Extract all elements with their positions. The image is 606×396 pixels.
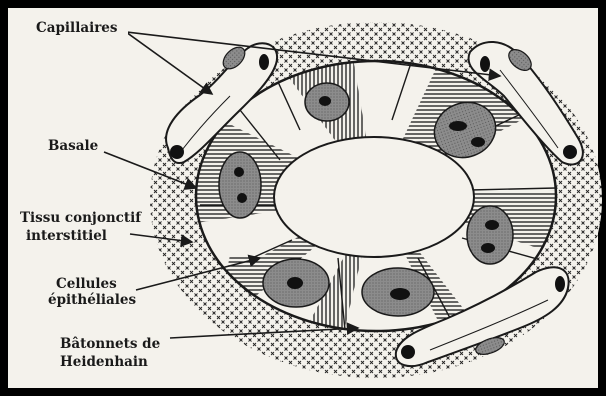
- label-batonnets-line1: Bâtonnets de: [60, 336, 160, 352]
- label-basale: Basale: [48, 138, 98, 154]
- label-capillaires: Capillaires: [36, 20, 118, 36]
- nucleus-right: [467, 206, 513, 264]
- nucleus-top: [305, 83, 349, 121]
- nucleus-bottom-left: [263, 259, 329, 307]
- label-tissu-line1: Tissu conjonctif: [20, 210, 142, 226]
- label-tissu-line2: interstitiel: [26, 228, 107, 244]
- lumen: [274, 137, 474, 257]
- label-batonnets-line2: Heidenhain: [60, 354, 148, 370]
- nucleus-left: [219, 152, 261, 218]
- nucleus-bottom: [362, 268, 434, 316]
- label-cellules-line1: Cellules: [56, 276, 117, 292]
- label-cellules-line2: épithéliales: [48, 292, 137, 308]
